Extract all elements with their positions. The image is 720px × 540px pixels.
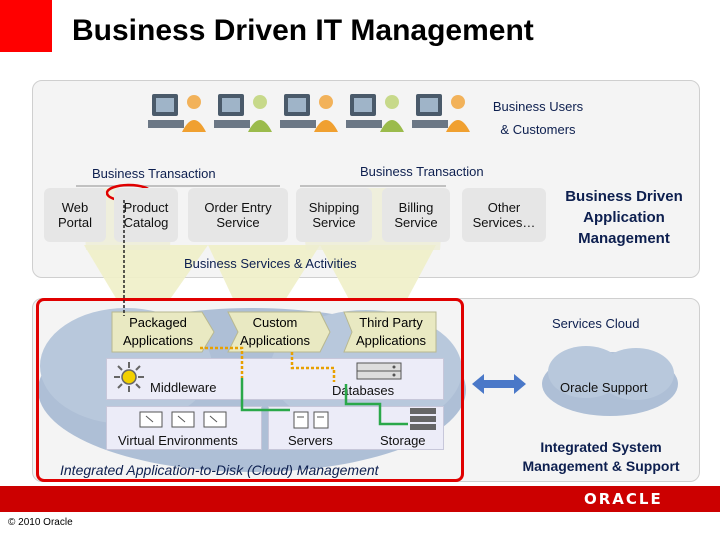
services-cloud-label: Services Cloud [552,316,640,331]
customers-label: & Customers [500,122,576,137]
integrated-support-line1: Integrated System [540,439,662,455]
packaged-line2: Applications [122,333,194,348]
custom-line2: Applications [239,333,311,348]
user-workstation-icons [148,94,470,132]
business-transaction-left: Business Transaction [92,166,216,181]
user-icon [182,95,206,132]
bdam-line2: Application [583,209,665,226]
service-shipping: Shipping Service [296,188,372,242]
virtual-layer [106,406,262,450]
copyright: © 2010 Oracle [8,517,73,528]
virtual-machine-icons [139,411,227,428]
business-transaction-right: Business Transaction [360,164,484,179]
middleware-gear-icon [114,362,144,392]
computer-icon [148,94,184,128]
packaged-line1: Packaged [129,315,187,330]
databases-label: Databases [332,383,395,398]
storage-icon [410,408,436,430]
service-order-entry: Order Entry Service [188,188,288,242]
billing-line1: Billing [398,200,434,215]
service-other: Other Services… [462,188,546,242]
app-packaged: Packaged Applications [112,314,204,350]
oracle-support-cloud [542,346,678,416]
third-party-line2: Applications [355,333,427,348]
business-services-activities: Business Services & Activities [184,256,357,271]
servers-label: Servers [288,433,333,448]
product-catalog-line1: Product [123,200,169,215]
oracle-logo: ORACLE [584,490,663,508]
app-custom: Custom Applications [230,314,320,350]
shipping-line2: Service [312,215,356,230]
service-web-portal: Web Portal [44,188,106,242]
third-party-line1: Third Party [359,315,423,330]
order-entry-line2: Service [216,215,260,230]
web-portal-line2: Portal [58,215,92,230]
bdam-line1: Business Driven [565,188,683,205]
footer-bar [0,486,720,512]
oracle-support-label: Oracle Support [560,380,648,395]
app-third-party: Third Party Applications [346,314,436,350]
middleware-label: Middleware [150,380,217,395]
order-entry-line1: Order Entry [204,200,272,215]
cloud-management-label: Integrated Application-to-Disk (Cloud) M… [60,462,379,478]
business-users-label: Business Users [492,99,584,114]
custom-line1: Custom [252,315,298,330]
web-portal-line1: Web [61,200,89,215]
storage-label: Storage [380,433,426,448]
other-line1: Other [487,200,521,215]
bdam-line3: Management [578,230,670,247]
product-catalog-line2: Catalog [123,215,169,230]
integrated-support-line2: Management & Support [522,458,680,474]
virtual-environments-label: Virtual Environments [118,433,238,448]
service-billing: Billing Service [382,188,450,242]
page-title: Business Driven IT Management [72,14,534,47]
shipping-line1: Shipping [308,200,360,215]
other-line2: Services… [472,215,536,230]
users-row [148,88,478,144]
title-accent-bar [0,0,52,52]
server-icons [293,411,329,429]
bdam-heading: Business Driven Application Management [556,186,692,249]
integrated-support-heading: Integrated System Management & Support [508,438,694,476]
database-icon [356,362,402,380]
cloud-management-frame [36,298,464,482]
billing-line2: Service [394,215,438,230]
bidirectional-arrow-icon [472,374,526,394]
